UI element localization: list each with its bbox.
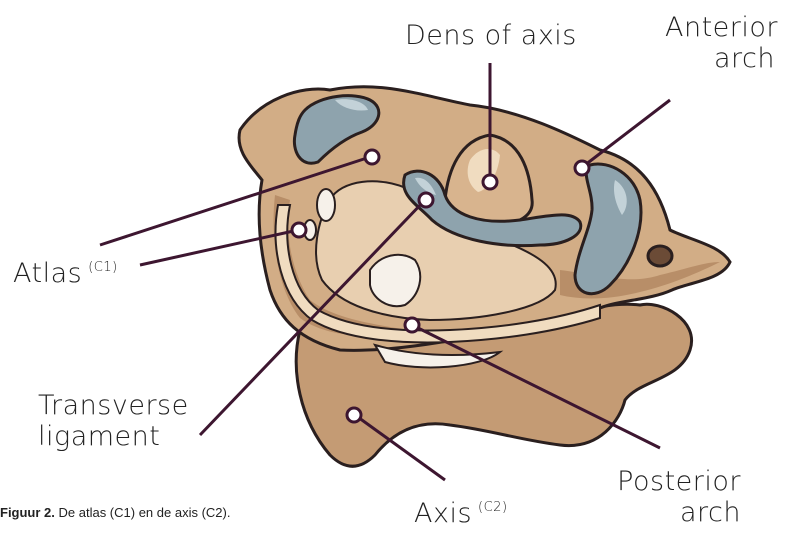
- foramen-gap: [370, 255, 420, 306]
- marker-dens: [483, 175, 497, 189]
- marker-atlas-bottom: [292, 223, 306, 237]
- marker-anterior-arch: [575, 161, 589, 175]
- figure-caption: Figuur 2. De atlas (C1) en de axis (C2).: [0, 505, 230, 520]
- label-axis: Axis (C2): [414, 498, 508, 529]
- label-atlas-text: Atlas: [13, 258, 82, 289]
- label-axis-sup: (C2): [478, 500, 508, 515]
- label-atlas: Atlas (C1): [13, 258, 118, 289]
- label-anterior-line2: arch: [665, 43, 775, 74]
- label-dens-text: Dens of axis: [405, 20, 577, 51]
- marker-transverse: [419, 193, 433, 207]
- marker-axis: [347, 408, 361, 422]
- label-transverse-line1: Transverse: [38, 390, 189, 421]
- label-posterior-line2: arch: [615, 497, 741, 528]
- label-transverse-line2: ligament: [38, 421, 189, 452]
- label-atlas-sup: (C1): [88, 260, 118, 275]
- label-anterior-line1: Anterior: [665, 12, 775, 43]
- caption-prefix: Figuur 2.: [0, 505, 55, 520]
- label-transverse-ligament: Transverse ligament: [38, 390, 189, 452]
- label-posterior-arch: Posterior arch: [615, 466, 741, 528]
- caption-text: De atlas (C1) en de axis (C2).: [55, 505, 231, 520]
- transverse-foramen-left: [317, 189, 335, 221]
- label-axis-text: Axis: [414, 498, 472, 529]
- label-anterior-arch: Anterior arch: [665, 12, 775, 74]
- marker-atlas-top: [365, 150, 379, 164]
- label-dens-of-axis: Dens of axis: [405, 20, 577, 51]
- transverse-foramen-right: [648, 246, 672, 266]
- leader-anterior-arch: [585, 100, 670, 165]
- label-posterior-line1: Posterior: [615, 466, 741, 497]
- marker-posterior-arch: [405, 318, 419, 332]
